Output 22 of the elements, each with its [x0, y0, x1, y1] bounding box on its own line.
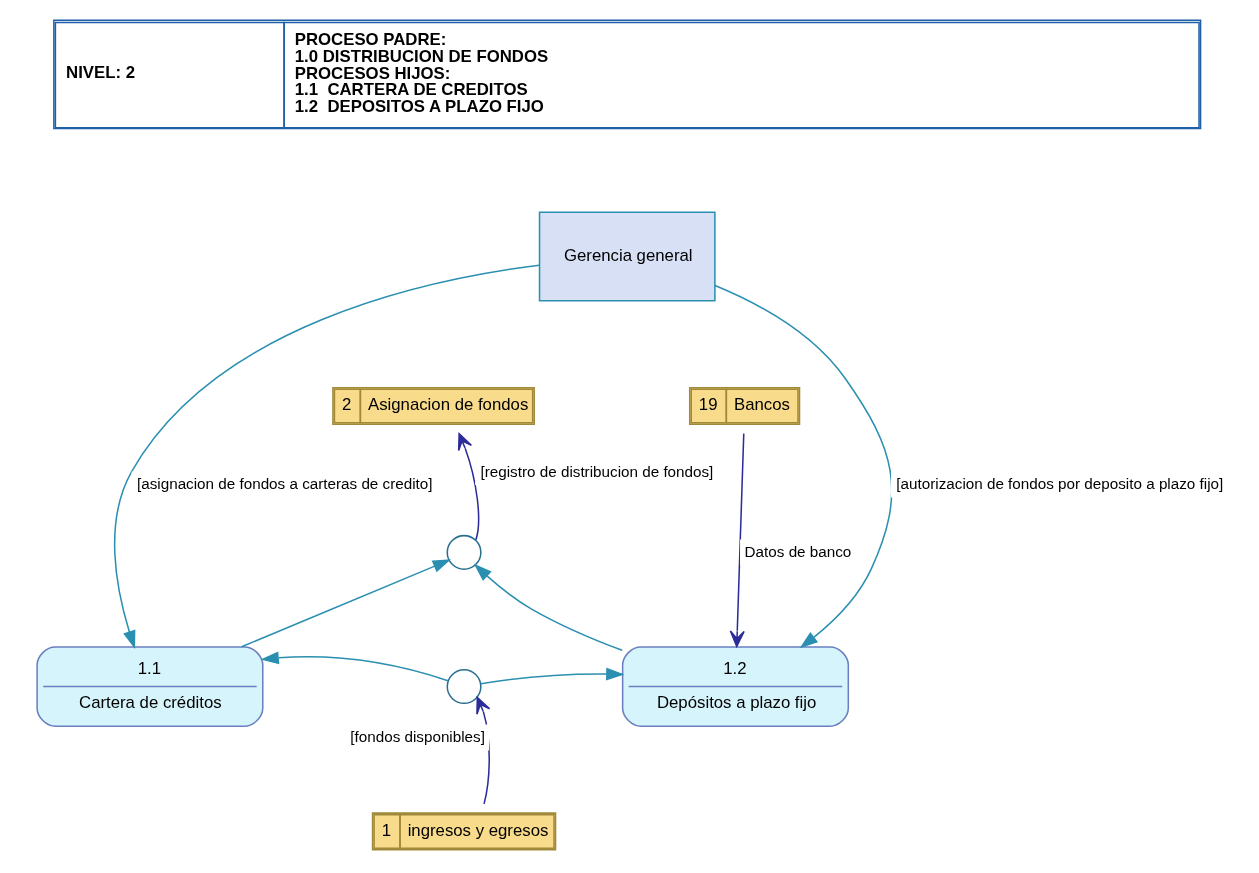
node-circle — [446, 669, 482, 705]
arrow — [714, 284, 893, 649]
edge-label: [registro de distribucion de fondos] — [480, 462, 714, 480]
edge-label: Datos de banco — [744, 542, 852, 560]
arrow — [240, 559, 452, 648]
arrow — [260, 651, 449, 682]
label: NIVEL: 2 — [66, 62, 136, 82]
edge-label: [fondos disponibles] — [350, 728, 485, 746]
arrow — [480, 667, 625, 685]
arrow — [729, 432, 745, 648]
node-box: 1.1 Cartera de créditos — [36, 646, 264, 727]
edge-label: [autorizacion de fondos por deposito a plazo fijo] — [896, 475, 1224, 493]
edge-label: [asignacion de fondos a carteras de credito] — [136, 475, 433, 493]
label: 1.1 CARTERA DE CREDITOS — [294, 80, 528, 100]
arrow — [457, 433, 480, 541]
label: 1.2 DEPOSITOS A PLAZO FIJO — [294, 97, 544, 117]
label: PROCESOS HIJOS: — [294, 63, 451, 83]
node-circle — [446, 534, 482, 570]
node-box: Gerencia general — [538, 211, 716, 302]
node-box: 1.2 Depósitos a plazo fijo — [621, 646, 850, 727]
arrow — [473, 563, 623, 652]
arrow — [113, 264, 540, 649]
